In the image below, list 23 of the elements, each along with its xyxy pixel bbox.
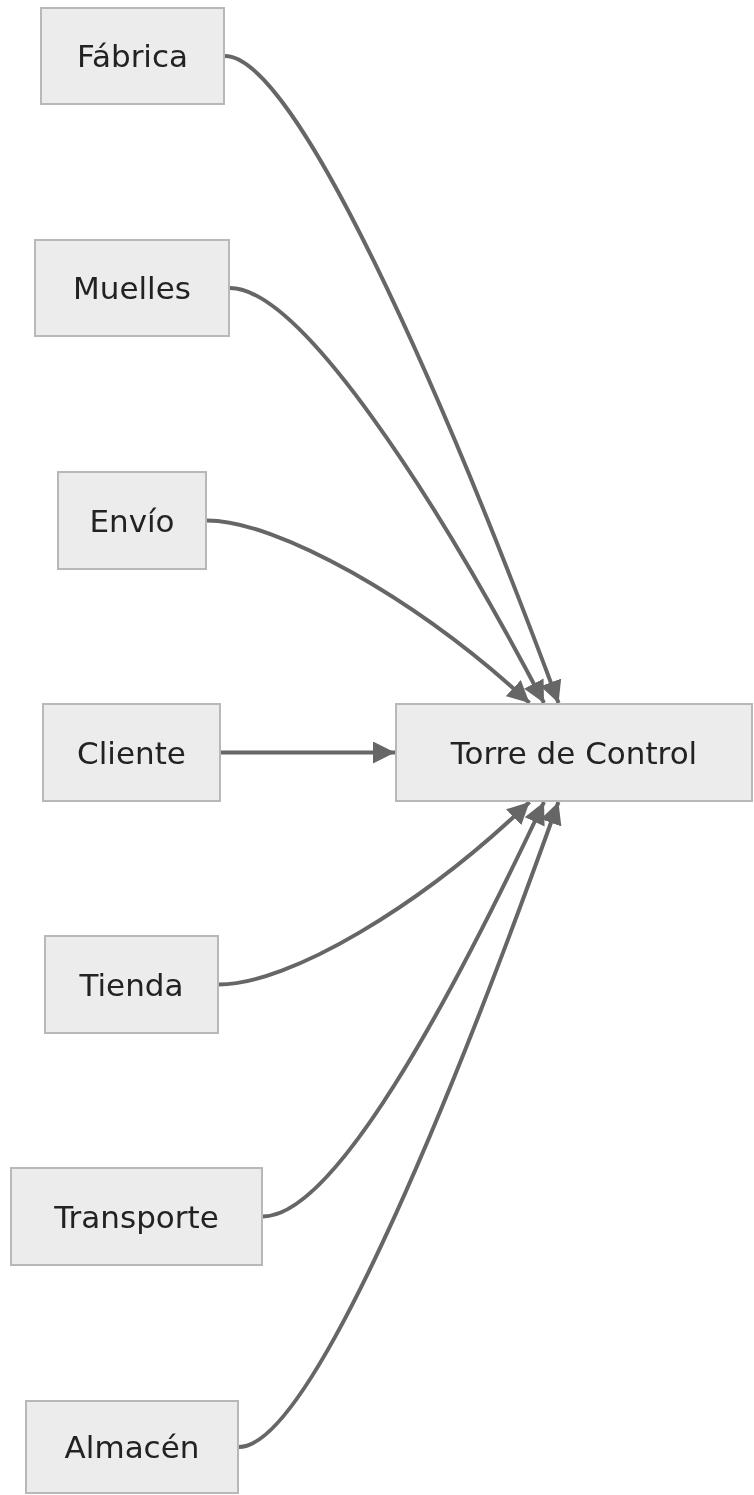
node-label: Muelles [73,270,191,306]
node-label: Tienda [79,966,184,1003]
node-label: Torre de Control [450,734,698,771]
process-box [25,1400,239,1494]
arrow [221,741,395,764]
arrow [262,801,546,1219]
node-label: Almacén [64,1429,200,1465]
arrow [206,518,531,705]
arrow [218,800,531,987]
process-box [40,7,225,105]
process-box [10,1167,263,1266]
node-label: Cliente [77,734,186,771]
node-label: Envío [89,502,175,539]
arrow [238,801,562,1449]
process-box [34,239,230,337]
arrow [229,286,546,704]
process-box [44,935,219,1034]
process-box [395,703,753,802]
process-box [42,703,221,802]
node-label: Transporte [54,1198,219,1235]
process-box [57,471,207,570]
node-label: Fábrica [76,38,189,74]
arrow [224,54,562,704]
